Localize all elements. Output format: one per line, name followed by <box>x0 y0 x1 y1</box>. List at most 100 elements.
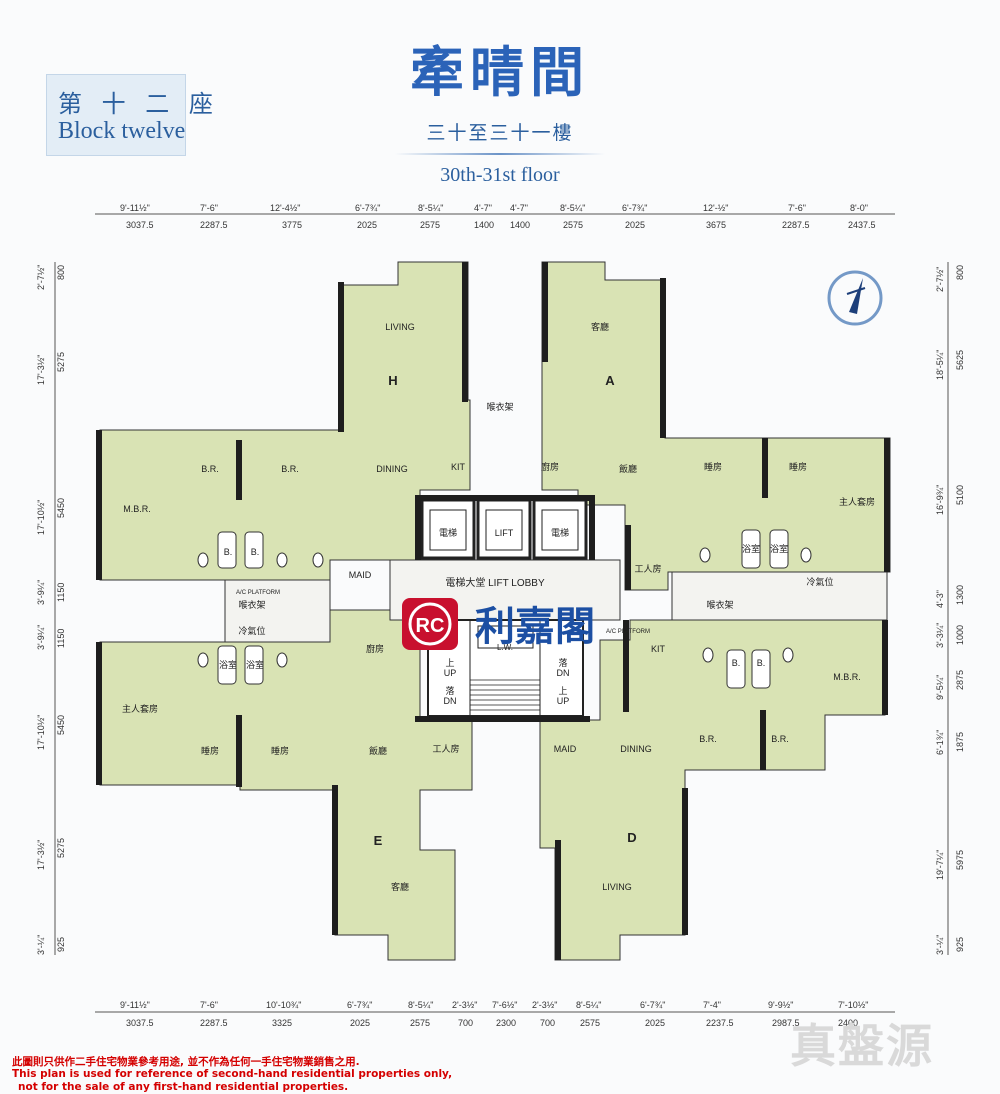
label-dn-1: DN <box>444 696 457 706</box>
label-br-h1: B.R. <box>201 464 219 474</box>
dim-right-m1: 800 <box>955 265 965 280</box>
dim-top-m7: 1400 <box>510 220 531 230</box>
floor-label-en: 30th-31st floor <box>440 164 560 186</box>
dim-right-m7: 1875 <box>955 732 965 752</box>
label-kit-e: 廚房 <box>366 643 384 654</box>
label-dining-d: DINING <box>620 744 652 754</box>
disclaimer-en-1: This plan is used for reference of secon… <box>12 1068 453 1080</box>
label-bath-d2: B. <box>757 658 766 668</box>
label-maid-d: MAID <box>554 744 577 754</box>
label-kit-d: KIT <box>651 644 666 654</box>
dim-left-6: 17'-10½" <box>36 715 46 750</box>
label-bath-h1: B. <box>224 547 233 557</box>
dim-bot-m8: 700 <box>540 1018 556 1028</box>
dim-left-m2: 5275 <box>56 352 66 372</box>
dim-bot-m9: 2575 <box>580 1018 601 1028</box>
dim-left-8: 3'-¼" <box>36 935 46 955</box>
dim-bot-m1: 3037.5 <box>126 1018 154 1028</box>
label-maid-e: 工人房 <box>432 743 459 754</box>
dim-top-12: 8'-0" <box>850 203 868 213</box>
dim-top-11: 7'-6" <box>788 203 806 213</box>
dim-bot-9: 8'-5¼" <box>576 1000 602 1010</box>
dim-left-7: 17'-3½" <box>36 840 46 870</box>
label-br-e2: 睡房 <box>271 745 289 756</box>
dim-bot-12: 9'-9½" <box>768 1000 794 1010</box>
dim-right-m4: 1300 <box>955 585 965 605</box>
building-title: 牽晴間 <box>410 40 590 104</box>
dim-left-5: 3'-9¼" <box>36 625 46 650</box>
unit-d-area <box>539 619 886 961</box>
dim-bot-1: 9'-11½" <box>120 1000 150 1010</box>
dim-bot-m13: 2400 <box>838 1018 859 1028</box>
label-living-e: 客廳 <box>391 881 409 892</box>
title-divider <box>395 153 605 155</box>
dim-right-m3: 5100 <box>955 485 965 505</box>
dim-left-3: 17'-10½" <box>36 500 46 535</box>
dim-bot-m6: 700 <box>458 1018 474 1028</box>
right-dimensions: 2'-7½" 800 18'-5¼" 5625 16'-9¾" 5100 4'-… <box>935 265 965 955</box>
label-bath-e1: 浴室 <box>219 659 237 670</box>
block-label-zh: 第 十 二 座 <box>58 90 219 118</box>
dim-bot-m2: 2287.5 <box>200 1018 228 1028</box>
label-dn-zh-2: 落 <box>558 657 567 668</box>
label-dining-a: 飯廳 <box>619 463 637 474</box>
dim-top-9: 6'-7¾" <box>622 203 648 213</box>
dim-left-m4: 1150 <box>56 583 66 602</box>
dim-bot-11: 7'-4" <box>703 1000 721 1010</box>
corridor-right <box>671 571 888 621</box>
dim-left-m8: 925 <box>56 937 66 952</box>
dim-right-m5: 1000 <box>955 625 965 645</box>
label-br-d2: B.R. <box>771 734 789 744</box>
label-bath-a2: 浴室 <box>770 543 788 554</box>
dim-bot-m3: 3325 <box>272 1018 293 1028</box>
dim-bot-2: 7'-6" <box>200 1000 218 1010</box>
label-unit-h: H <box>388 373 397 388</box>
dim-left-m5: 1150 <box>56 629 66 648</box>
dim-right-5: 3'-3¼" <box>935 623 945 648</box>
svg-text:RC: RC <box>416 615 445 637</box>
dim-top-m9: 2025 <box>625 220 646 230</box>
dim-top-6: 4'-7" <box>474 203 492 213</box>
label-up-2: UP <box>557 696 570 706</box>
dim-right-m8: 5975 <box>955 850 965 870</box>
label-bath-e2: 浴室 <box>246 659 264 670</box>
label-up-zh-1: 上 <box>445 658 454 668</box>
dim-left-m1: 800 <box>56 265 66 280</box>
label-lift-1: 電梯 <box>439 527 457 538</box>
dim-top-10: 12'-½" <box>703 203 729 213</box>
label-br-h2: B.R. <box>281 464 299 474</box>
dim-bot-m4: 2025 <box>350 1018 371 1028</box>
label-kit-h: KIT <box>451 462 466 472</box>
label-unit-e: E <box>374 833 383 848</box>
label-kit-a: 廚房 <box>541 461 559 472</box>
label-wardrobe-a: 喉衣架 <box>706 599 733 610</box>
dim-top-m6: 1400 <box>474 220 495 230</box>
disclaimer-zh: 此圖則只供作二手住宅物業參考用途, 並不作為任何一手住宅物業銷售之用. <box>12 1056 360 1068</box>
dim-top-3: 12'-4½" <box>270 203 301 213</box>
floor-label-zh: 三十至三十一樓 <box>426 122 574 144</box>
dim-right-m2: 5625 <box>955 350 965 370</box>
dim-top-m1: 3037.5 <box>126 220 154 230</box>
agency-logo: RC 利嘉閣 <box>402 598 595 650</box>
dim-right-4: 4'-3" <box>935 590 945 608</box>
disclaimer-en-2: not for the sale of any first-hand resid… <box>18 1081 349 1093</box>
dim-left-m7: 5275 <box>56 838 66 858</box>
label-ac-d: A/C PLATFORM <box>606 629 650 635</box>
north-arrow-icon <box>827 270 883 326</box>
dim-right-m6: 2875 <box>955 670 965 690</box>
label-lift-2: LIFT <box>495 528 514 538</box>
dim-bot-3: 10'-10¾" <box>266 1000 302 1010</box>
label-ac-h: A/C PLATFORM <box>236 590 280 596</box>
dim-top-m3: 3775 <box>282 220 303 230</box>
label-unit-a: A <box>605 373 615 388</box>
dim-right-9: 3'-¼" <box>935 935 945 955</box>
corridor-left <box>224 579 331 643</box>
watermark: 真盤源 <box>790 1019 934 1073</box>
dim-right-6: 9'-5¼" <box>935 675 945 700</box>
dim-bot-m5: 2575 <box>410 1018 431 1028</box>
label-living-a: 客廳 <box>591 321 609 332</box>
dim-bot-m12: 2987.5 <box>772 1018 800 1028</box>
dimension-lines <box>54 213 949 1013</box>
bathroom-fixtures <box>197 529 812 689</box>
label-br-d1: B.R. <box>699 734 717 744</box>
